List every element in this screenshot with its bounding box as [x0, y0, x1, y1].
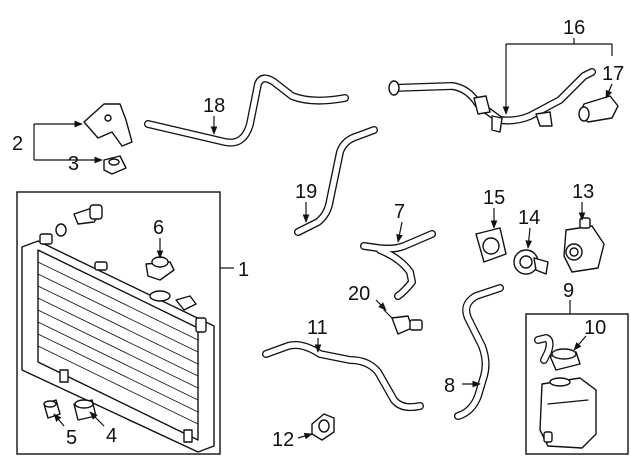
reservoir-group — [525, 313, 629, 455]
pipe-fitting-17 — [578, 95, 619, 123]
reservoir-group-frame — [525, 313, 629, 455]
callout-11: 11 — [307, 317, 328, 339]
hose-clamp — [311, 413, 335, 441]
lower-radiator-hose — [454, 284, 504, 420]
thermostat-housing — [563, 217, 605, 273]
callout-9: 9 — [563, 280, 574, 302]
callout-1: 1 — [238, 259, 249, 281]
reservoir-cap — [549, 348, 581, 371]
callout-13: 13 — [572, 181, 594, 203]
callout-7: 7 — [394, 201, 405, 223]
upper-bracket — [83, 103, 133, 147]
hose-11 — [262, 341, 424, 412]
reservoir-tank — [539, 377, 597, 449]
bypass-hose-19 — [294, 126, 378, 236]
temp-sensor — [383, 309, 423, 335]
water-pipe-assembly — [388, 68, 596, 133]
callout-2: 2 — [12, 133, 23, 155]
upper-insulator — [103, 155, 127, 175]
callout-8: 8 — [444, 375, 455, 397]
callout-17: 17 — [602, 63, 624, 85]
thermostat-gasket — [475, 227, 507, 263]
callout-18: 18 — [203, 95, 225, 117]
callout-19: 19 — [295, 181, 317, 203]
callout-15: 15 — [483, 187, 505, 209]
callout-3: 3 — [68, 153, 79, 175]
lower-mounts — [43, 399, 97, 421]
upper-radiator-hose — [144, 74, 349, 147]
callout-10: 10 — [584, 317, 606, 339]
radiator-cap — [145, 256, 175, 281]
callout-6: 6 — [153, 217, 164, 239]
callout-12: 12 — [272, 429, 294, 451]
radiator — [21, 233, 215, 453]
callout-20: 20 — [348, 283, 370, 305]
thermostat — [513, 249, 549, 275]
callout-4: 4 — [106, 425, 117, 447]
callout-5: 5 — [66, 427, 77, 449]
drain-plug — [55, 204, 103, 237]
callout-labels: 1 2 3 4 5 6 7 8 9 10 11 12 13 14 15 16 1… — [12, 17, 624, 451]
callout-14: 14 — [518, 207, 540, 229]
radiator-group — [16, 191, 221, 455]
radiator-group-frame — [16, 191, 221, 455]
leader-lines — [33, 38, 613, 440]
callout-16: 16 — [563, 17, 585, 39]
hose-7 — [360, 230, 436, 300]
